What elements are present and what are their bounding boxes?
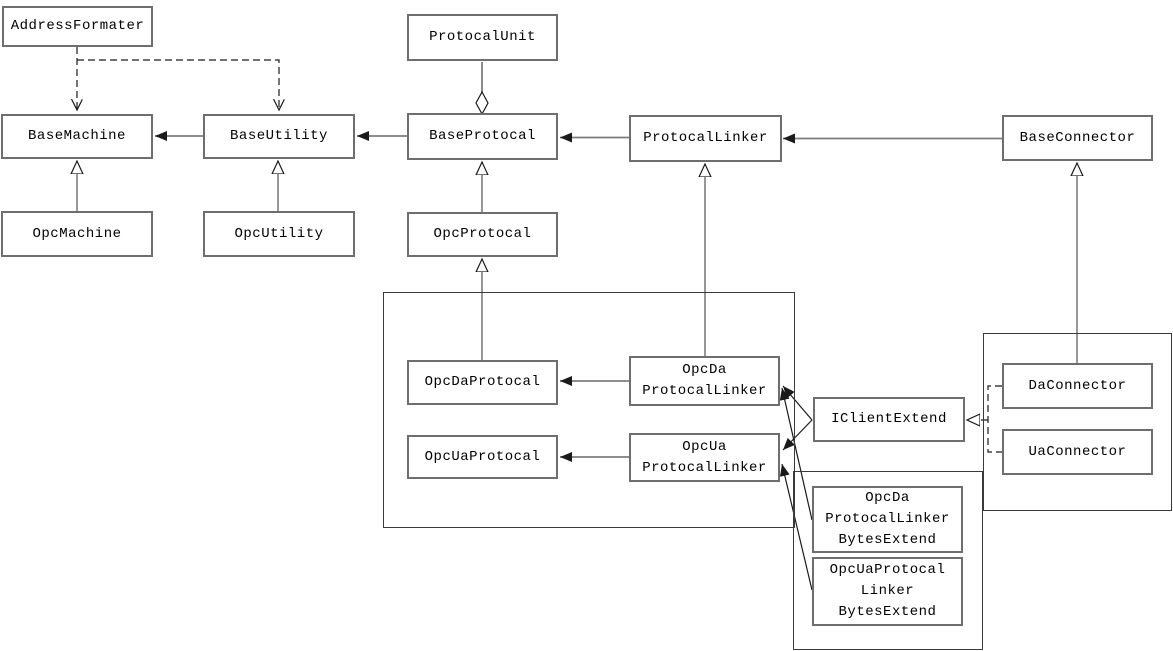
- opc-protocal-group-frame: [383, 292, 795, 528]
- class-box-opcprotocal: OpcProtocal: [407, 212, 558, 257]
- class-label: BaseConnector: [1019, 129, 1136, 146]
- class-label: OpcDaProtocal: [424, 374, 541, 390]
- connector-group-frame: [983, 333, 1172, 511]
- class-label: OpcProtocal: [433, 226, 532, 242]
- aggregation-diamond-icon: [475, 90, 489, 116]
- class-box-baseprotocal: BaseProtocal: [407, 113, 558, 160]
- class-label: OpcDa: [865, 490, 910, 506]
- class-label: BaseUtility: [230, 128, 328, 144]
- class-box-opcdaprotocallinker: OpcDa ProtocalLinker: [629, 356, 780, 406]
- class-label: Linker: [860, 583, 915, 599]
- class-box-opcutility: OpcUtility: [203, 211, 355, 257]
- class-label: BaseProtocal: [429, 128, 536, 144]
- class-box-opcuaprotocallinker: OpcUa ProtocalLinker: [629, 433, 780, 482]
- class-label: DaConnector: [1028, 377, 1127, 394]
- class-label: OpcUtility: [234, 225, 324, 242]
- edge-opcuabytesextend-to-opcuaprotocallinker-icon: [779, 463, 813, 591]
- class-box-opcdaprotocal: OpcDaProtocal: [407, 360, 558, 405]
- class-label: BytesExtend: [838, 604, 937, 620]
- class-box-basemachine: BaseMachine: [1, 114, 153, 159]
- class-box-daconnector: DaConnector: [1002, 363, 1153, 409]
- edge-addressformater-to-baseutility-icon: [77, 59, 279, 110]
- bytes-extend-group-frame: [793, 471, 983, 650]
- class-label: ProtocalLinker: [825, 511, 950, 527]
- class-label: OpcMachine: [32, 225, 122, 242]
- class-label: BaseMachine: [28, 128, 126, 144]
- class-label: ProtocalLinker: [643, 130, 768, 146]
- edge-connectors-realization-bracket: [987, 385, 1002, 453]
- class-label: BytesExtend: [838, 532, 937, 548]
- class-label: AddressFormater: [10, 18, 145, 34]
- class-label: ProtocalLinker: [642, 459, 767, 476]
- class-label: OpcUa: [682, 438, 727, 455]
- class-box-addressformater: AddressFormater: [2, 6, 153, 47]
- class-label: ProtocalLinker: [642, 383, 767, 399]
- class-label: OpcUaProtocal: [829, 562, 946, 578]
- class-label: ProtocalUnit: [429, 29, 536, 45]
- class-box-opcuaprotocal: OpcUaProtocal: [407, 435, 558, 479]
- edge-opcdabytesextend-to-opcdaprotocallinker-icon: [779, 387, 813, 521]
- class-box-baseutility: BaseUtility: [203, 114, 355, 159]
- edge-iclientextend-to-opcuaprotocallinker-icon: [782, 419, 813, 451]
- class-box-opcdaprotocallinkerbytesextend: OpcDa ProtocalLinker BytesExtend: [812, 486, 963, 553]
- class-box-protocalunit: ProtocalUnit: [407, 14, 558, 61]
- class-box-uaconnector: UaConnector: [1002, 429, 1153, 475]
- class-box-opcmachine: OpcMachine: [1, 211, 153, 257]
- class-box-baseconnector: BaseConnector: [1002, 115, 1153, 161]
- class-label: UaConnector: [1028, 443, 1127, 460]
- class-label: OpcUaProtocal: [424, 448, 541, 465]
- class-box-protocallinker: ProtocalLinker: [629, 115, 782, 162]
- class-label: OpcDa: [682, 362, 727, 378]
- class-box-iclientextend: IClientExtend: [813, 397, 965, 442]
- class-box-opcuaprotocallinkerbytesextend: OpcUaProtocal Linker BytesExtend: [812, 557, 963, 626]
- class-label: IClientExtend: [831, 411, 947, 427]
